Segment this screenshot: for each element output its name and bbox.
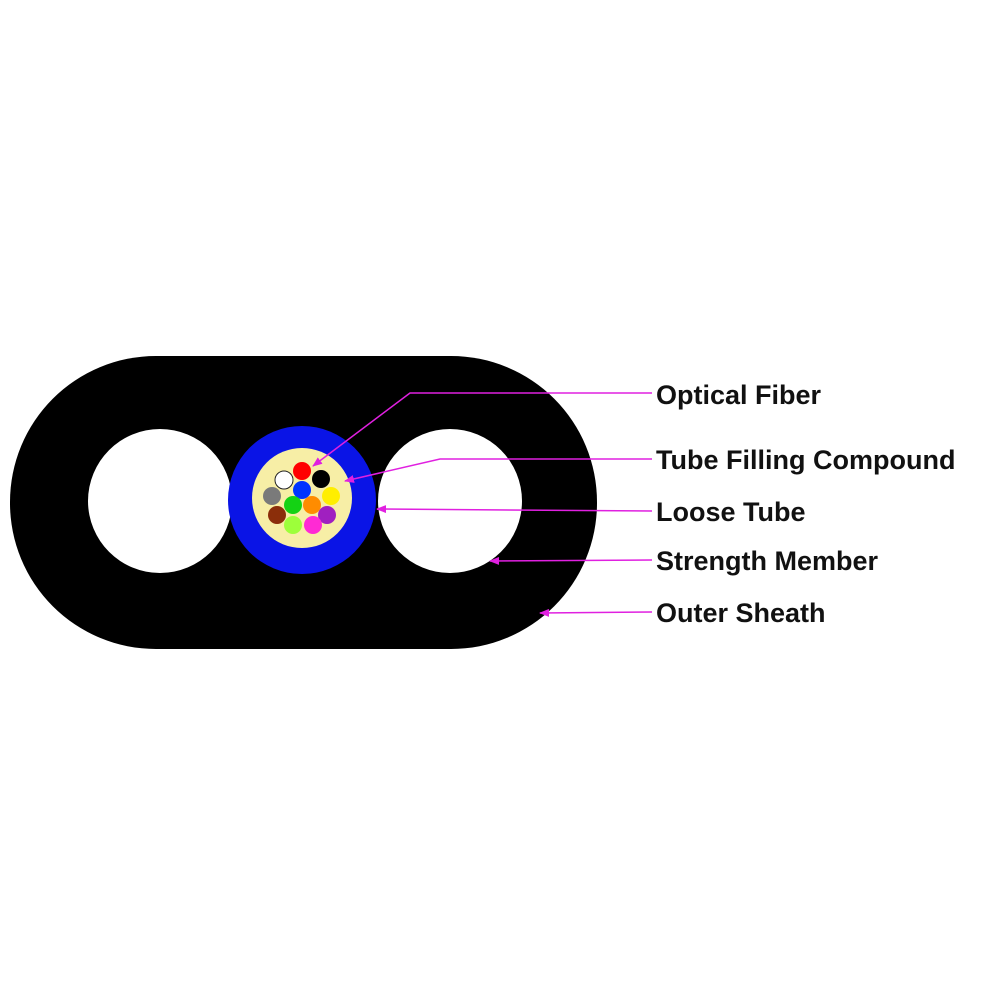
fiber-red [293,462,311,480]
fiber-pink [304,516,322,534]
label-outer-sheath: Outer Sheath [656,598,826,628]
fiber-white [274,470,294,490]
fiber-black [312,470,330,488]
label-loose-tube: Loose Tube [656,497,806,527]
leader-loose-tube [376,505,653,514]
leader-strength-member [489,556,653,565]
label-strength-member: Strength Member [656,546,879,576]
strength-member-right [378,429,522,573]
fiber-green [284,496,302,514]
leader-lines [312,392,653,617]
fiber-yellow [322,487,340,505]
leader-tube-filling-compound [344,458,652,483]
label-tube-filling-compound: Tube Filling Compound [656,445,956,475]
fiber-orange [303,496,321,514]
strength-member-left [88,429,232,573]
label-optical-fiber: Optical Fiber [656,380,822,410]
fiber-gray [263,487,281,505]
fiber-lime [284,516,302,534]
fiber-violet [318,506,336,524]
leader-outer-sheath [539,608,653,617]
fiber-brown [268,506,286,524]
leader-optical-fiber [312,392,652,467]
fiber-blue [293,481,311,499]
optical-fibers [263,462,340,534]
